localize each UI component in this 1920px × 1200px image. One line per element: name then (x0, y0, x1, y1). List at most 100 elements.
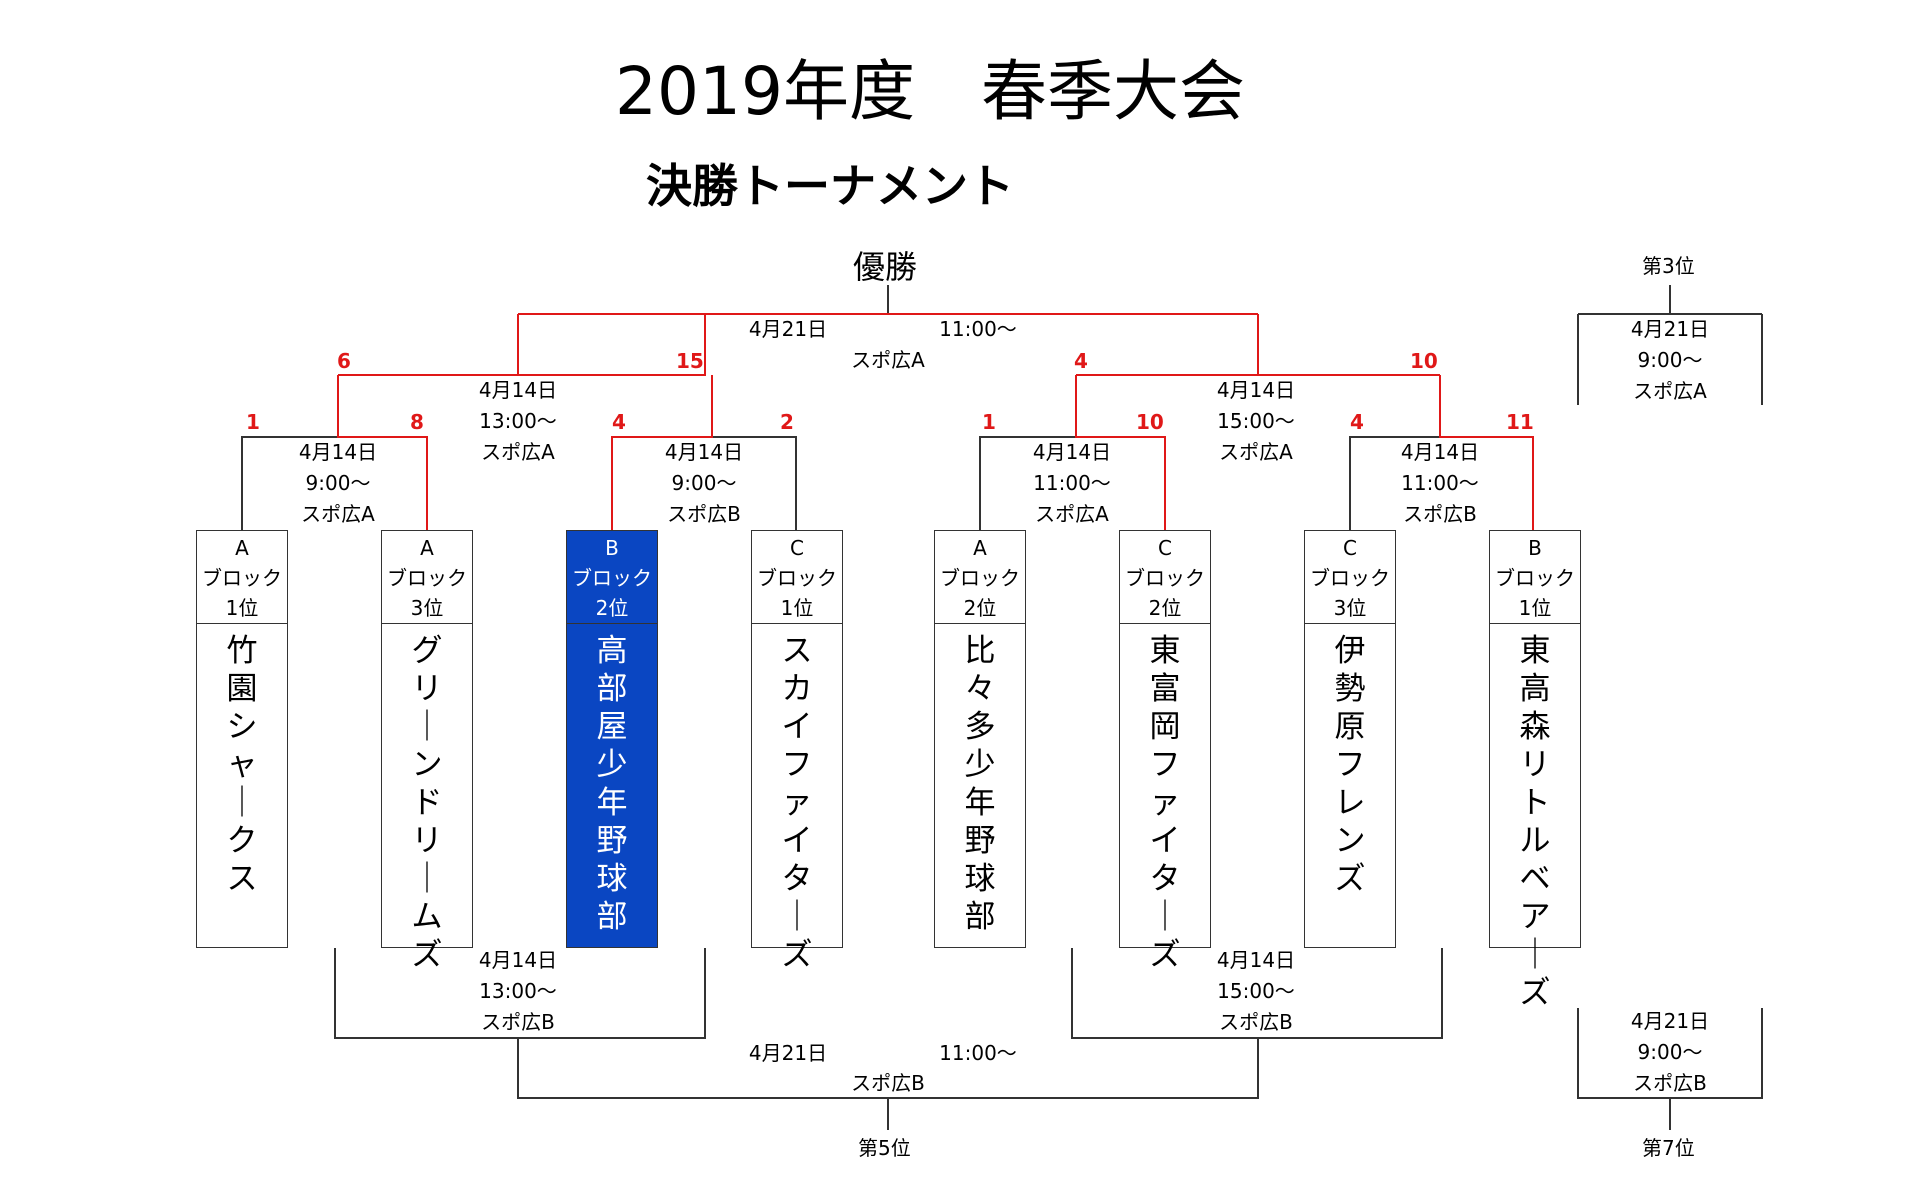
team-card: A ブロック 3位 グリ｜ンドリ｜ムズ (381, 530, 473, 973)
team-name-char: イ (1149, 823, 1181, 859)
match-time: 9:00〜 (671, 471, 737, 495)
score-r1-1-right: 8 (410, 410, 424, 434)
team-seed: C ブロック 1位 (752, 531, 842, 624)
team-name-char: 比 (964, 633, 996, 669)
team-name: 東高森リトルベア｜ズ (1490, 624, 1580, 1012)
team-name-char: カ (781, 671, 813, 707)
team-name-char: ｜ (1149, 899, 1181, 935)
match-venue: スポ広B (481, 1010, 555, 1034)
team-name-char: 年 (596, 785, 628, 821)
r1-3-lines (979, 436, 1076, 530)
team-name-char: 高 (1519, 671, 1551, 707)
fifth-place-label: 第5位 (858, 1136, 911, 1160)
team-name-char: ｜ (781, 899, 813, 935)
team-card: B ブロック 1位 東高森リトルベア｜ズ (1489, 530, 1581, 1011)
r1-3-winner (1075, 375, 1166, 530)
team-card: C ブロック 1位 スカイファイタ｜ズ (751, 530, 843, 973)
team-card: C ブロック 3位 伊勢原フレンズ (1304, 530, 1396, 948)
match-fifth-date: 4月21日 (748, 1041, 828, 1065)
team-name-char: フ (781, 747, 813, 783)
match-time: 11:00〜 (1033, 471, 1111, 495)
cons-1-lines (334, 948, 706, 1039)
team-name-char: 部 (964, 899, 996, 935)
match-time: 13:00〜 (479, 409, 557, 433)
team-rank: 3位 (410, 596, 444, 620)
team-block: A (973, 536, 987, 560)
sf-1-winner (338, 314, 706, 376)
team-name-char: ン (1334, 823, 1366, 859)
team-name-char: 多 (964, 709, 996, 745)
team-block-word: ブロック (387, 566, 467, 590)
r1-1-lines (241, 436, 338, 530)
match-time: 15:00〜 (1217, 409, 1295, 433)
team-seed: C ブロック 3位 (1305, 531, 1395, 624)
match-date: 4月21日 (1630, 1009, 1710, 1033)
team-name: グリ｜ンドリ｜ムズ (382, 624, 472, 974)
match-sf-2-info: 4月14日 15:00〜 スポ広A (1200, 375, 1312, 468)
team-rank: 2位 (595, 596, 629, 620)
match-fifth-time: 11:00〜 (939, 1041, 1017, 1065)
match-time: 11:00〜 (1401, 471, 1479, 495)
match-sf-1-info: 4月14日 13:00〜 スポ広A (462, 375, 574, 468)
team-name-char: 富 (1149, 671, 1181, 707)
team-name: スカイファイタ｜ズ (752, 624, 842, 974)
team-name-char: フ (1149, 747, 1181, 783)
match-date: 4月14日 (1216, 378, 1296, 402)
team-seed: A ブロック 2位 (935, 531, 1025, 624)
match-cons-2-info: 4月14日 15:00〜 スポ広B (1200, 945, 1312, 1038)
seventh-place-label: 第7位 (1642, 1136, 1695, 1160)
team-name: 高部屋少年野球部 (567, 624, 657, 936)
team-name-char: 伊 (1334, 633, 1366, 669)
team-block-word: ブロック (1495, 566, 1575, 590)
sf-1-winner-b (517, 314, 705, 376)
match-venue: スポ広B (1403, 502, 1477, 526)
team-block: C (790, 536, 804, 560)
team-name: 比々多少年野球部 (935, 624, 1025, 936)
score-sf-2-right: 10 (1410, 349, 1438, 373)
team-seed: A ブロック 1位 (197, 531, 287, 624)
team-name-char: ズ (781, 937, 813, 973)
match-seventh-info: 4月21日 9:00〜 スポ広B (1614, 1006, 1726, 1099)
team-name-char: 少 (964, 747, 996, 783)
team-name-char: ド (411, 785, 443, 821)
team-name-char: ス (226, 861, 258, 897)
match-venue: スポ広A (301, 502, 375, 526)
page-title: 2019年度 春季大会 (615, 53, 1245, 130)
score-r1-2-left: 4 (612, 410, 626, 434)
team-name-char: タ (781, 861, 813, 897)
r1-2-winner (611, 375, 713, 530)
team-card: A ブロック 2位 比々多少年野球部 (934, 530, 1026, 948)
team-name: 竹園シャ｜クス (197, 624, 287, 898)
match-time: 9:00〜 (1637, 1040, 1703, 1064)
score-r1-3-right: 10 (1136, 410, 1164, 434)
score-sf-2-left: 4 (1074, 349, 1088, 373)
team-name-char: レ (1334, 785, 1366, 821)
team-name-char: ム (411, 899, 443, 935)
match-venue: スポ広A (481, 440, 555, 464)
team-name-char: 年 (964, 785, 996, 821)
team-name-char: 々 (964, 671, 996, 707)
team-name: 東富岡ファイタ｜ズ (1120, 624, 1210, 974)
team-name-char: 勢 (1334, 671, 1366, 707)
winner-lines (337, 313, 1534, 530)
team-seed: B ブロック 1位 (1490, 531, 1580, 624)
match-date: 4月14日 (1216, 948, 1296, 972)
team-name-char: 部 (596, 899, 628, 935)
match-date: 4月14日 (478, 948, 558, 972)
team-name-char: ト (1519, 785, 1551, 821)
team-name-char: ン (411, 747, 443, 783)
match-date: 4月14日 (1400, 440, 1480, 464)
match-fifth-venue: スポ広B (851, 1071, 925, 1095)
score-sf-1-left: 6 (337, 349, 351, 373)
team-block-word: ブロック (1125, 566, 1205, 590)
match-venue: スポ広A (1633, 379, 1707, 403)
score-r1-2-right: 2 (780, 410, 794, 434)
team-name-char: ｜ (226, 785, 258, 821)
team-name-char: ｜ (411, 861, 443, 897)
match-date: 4月14日 (298, 440, 378, 464)
team-name-char: 球 (596, 861, 628, 897)
team-block-word: ブロック (572, 566, 652, 590)
team-name-char: イ (781, 823, 813, 859)
